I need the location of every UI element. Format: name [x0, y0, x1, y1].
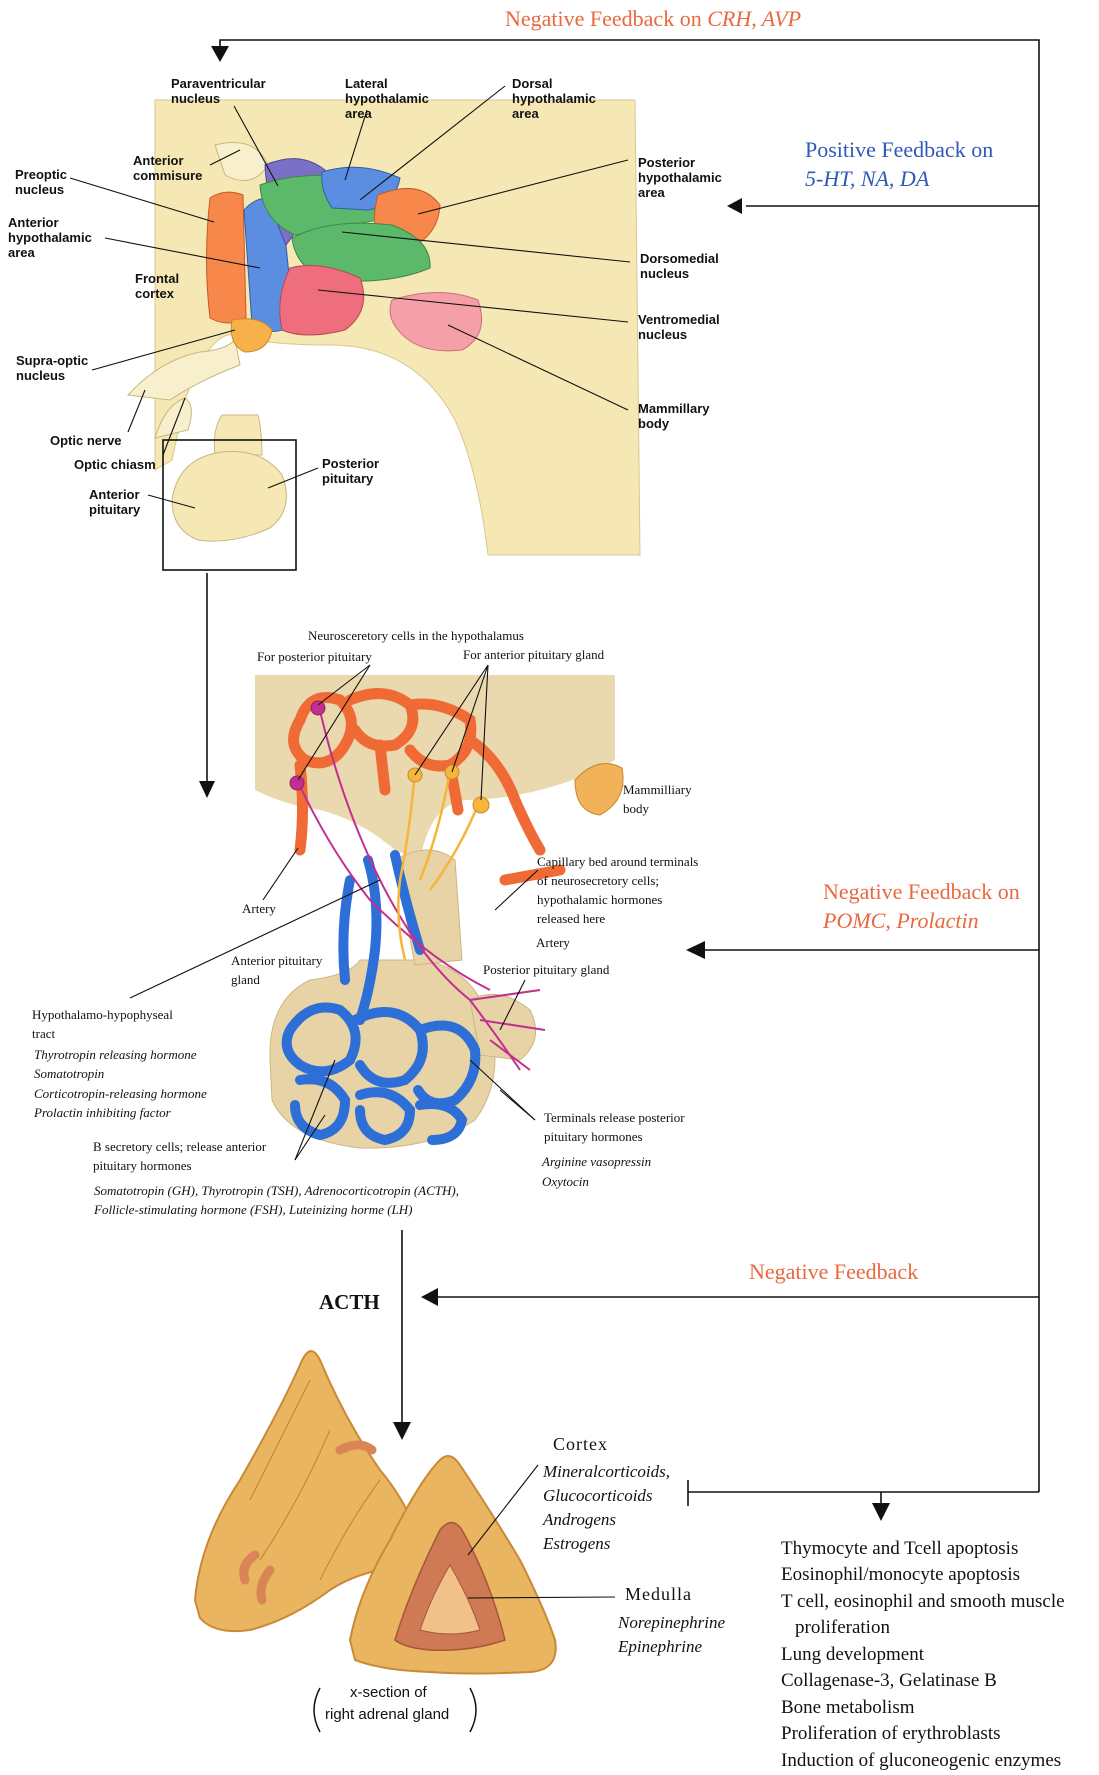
effect-item-4: proliferation	[795, 1615, 890, 1642]
frontal-cortex-label: Frontal cortex	[135, 271, 179, 301]
cortex-item-4: Estrogens	[543, 1534, 610, 1554]
posterior-pituitary-label: Posterior pituitary	[322, 456, 379, 486]
paraventricular-nucleus-label: Paraventricular nucleus	[171, 76, 266, 106]
medulla-item-1: Norepinephrine	[618, 1613, 725, 1633]
arrow-to-pituitary	[199, 781, 215, 798]
pomc-feedback-label-line1: Negative Feedback on	[823, 878, 1020, 906]
terminal-hormone-1: Arginine vasopressin	[542, 1152, 651, 1171]
hypothalamus-illustration	[128, 100, 640, 570]
terminals-release-label: Terminals release posterior pituitary ho…	[544, 1108, 685, 1146]
arrow-positive-feedback	[727, 198, 742, 214]
ventromedial-nucleus-label: Ventromedial nucleus	[638, 312, 720, 342]
adrenal-caption-line1: x-section of	[350, 1684, 427, 1701]
anterior-hormones-line1: Somatotropin (GH), Thyrotropin (TSH), Ad…	[94, 1181, 459, 1200]
lateral-hypothalamic-area-label: Lateral hypothalamic area	[345, 76, 429, 121]
medulla-title: Medulla	[625, 1584, 692, 1605]
dorsal-hypothalamic-area-label: Dorsal hypothalamic area	[512, 76, 596, 121]
acth-negative-feedback-label: Negative Feedback	[749, 1258, 918, 1286]
anterior-hormones-line2: Follicle-stimulating hormone (FSH), Lute…	[94, 1200, 412, 1219]
artery-left-label: Artery	[242, 899, 276, 918]
acth-label: ACTH	[319, 1290, 380, 1315]
preoptic-nucleus-label: Preoptic nucleus	[15, 167, 67, 197]
for-anterior-pituitary-label: For anterior pituitary gland	[463, 645, 604, 664]
arrow-pomc-feedback	[686, 941, 705, 959]
arrow-to-hypothalamus	[211, 46, 229, 62]
pomc-feedback-label-line2: POMC, Prolactin	[823, 907, 979, 935]
effect-item-9: Induction of gluconeogenic enzymes	[781, 1748, 1061, 1775]
effect-item-2: Eosinophil/monocyte apoptosis	[781, 1562, 1020, 1589]
b-secretory-cells-label: B secretory cells; release anterior pitu…	[93, 1137, 266, 1175]
supraoptic-shape	[231, 319, 272, 352]
posterior-hypothalamic-area-label: Posterior hypothalamic area	[638, 155, 722, 200]
adrenal-caption-line2: right adrenal gland	[325, 1706, 449, 1723]
cortex-item-1: Mineralcorticoids,	[543, 1462, 670, 1482]
arrow-acth-down	[393, 1422, 411, 1440]
anterior-commisure-label: Anterior commisure	[133, 153, 202, 183]
effect-item-5: Lung development	[781, 1642, 924, 1669]
effect-item-3: T cell, eosinophil and smooth muscle	[781, 1589, 1065, 1616]
tract-hormone-1: Thyrotropin releasing hormone	[34, 1045, 197, 1064]
arrow-to-effects	[872, 1503, 890, 1521]
dorsomedial-nucleus-label: Dorsomedial nucleus	[640, 251, 719, 281]
tract-hormone-3: Corticotropin-releasing hormone	[34, 1084, 207, 1103]
top-feedback-prefix: Negative Feedback on	[505, 6, 707, 31]
tract-hormone-2: Somatotropin	[34, 1064, 104, 1083]
ventromedial-shape	[280, 266, 364, 335]
top-negative-feedback-label: Negative Feedback on CRH, AVP	[505, 5, 801, 33]
arrow-acth-feedback	[421, 1288, 438, 1306]
effect-item-6: Collagenase-3, Gelatinase B	[781, 1668, 997, 1695]
terminal-hormone-2: Oxytocin	[542, 1172, 589, 1191]
neurosecretory-cells-label: Neurosceretory cells in the hypothalamus	[308, 626, 524, 645]
pituitary-gland-shape	[172, 451, 286, 541]
optic-nerve-label: Optic nerve	[50, 433, 122, 448]
effect-item-7: Bone metabolism	[781, 1695, 915, 1722]
medulla-item-2: Epinephrine	[618, 1637, 702, 1657]
positive-feedback-label-line2: 5-HT, NA, DA	[805, 165, 929, 193]
for-posterior-pituitary-label: For posterior pituitary	[257, 647, 372, 666]
hypothalamo-hypophyseal-tract-label: Hypothalamo-hypophyseal tract	[32, 1005, 173, 1043]
optic-chiasm-label: Optic chiasm	[74, 457, 156, 472]
pituitary-stalk-shape	[214, 415, 262, 455]
mammilliary-body-label: Mammilliary body	[623, 780, 692, 818]
cortex-item-3: Androgens	[543, 1510, 616, 1530]
mammillary-body-label: Mammillary body	[638, 401, 710, 431]
anterior-hypothalamic-area-label: Anterior hypothalamic area	[8, 215, 92, 260]
cortex-title: Cortex	[553, 1434, 608, 1455]
top-feedback-targets: CRH, AVP	[707, 6, 801, 31]
tract-hormone-4: Prolactin inhibiting factor	[34, 1103, 171, 1122]
artery-right-label: Artery	[536, 933, 570, 952]
anterior-pituitary-gland-label: Anterior pituitary gland	[231, 951, 322, 989]
effect-item-8: Proliferation of erythroblasts	[781, 1721, 1001, 1748]
anterior-pituitary-label: Anterior pituitary	[89, 487, 140, 517]
preoptic-nucleus-shape	[207, 192, 247, 323]
supraoptic-nucleus-label: Supra-optic nucleus	[16, 353, 88, 383]
posterior-pituitary-gland-label: Posterior pituitary gland	[483, 960, 609, 979]
positive-feedback-label-line1: Positive Feedback on	[805, 136, 993, 164]
capillary-bed-label: Capillary bed around terminals of neuros…	[537, 852, 698, 928]
cortex-item-2: Glucocorticoids	[543, 1486, 653, 1506]
effect-item-1: Thymocyte and Tcell apoptosis	[781, 1536, 1018, 1563]
